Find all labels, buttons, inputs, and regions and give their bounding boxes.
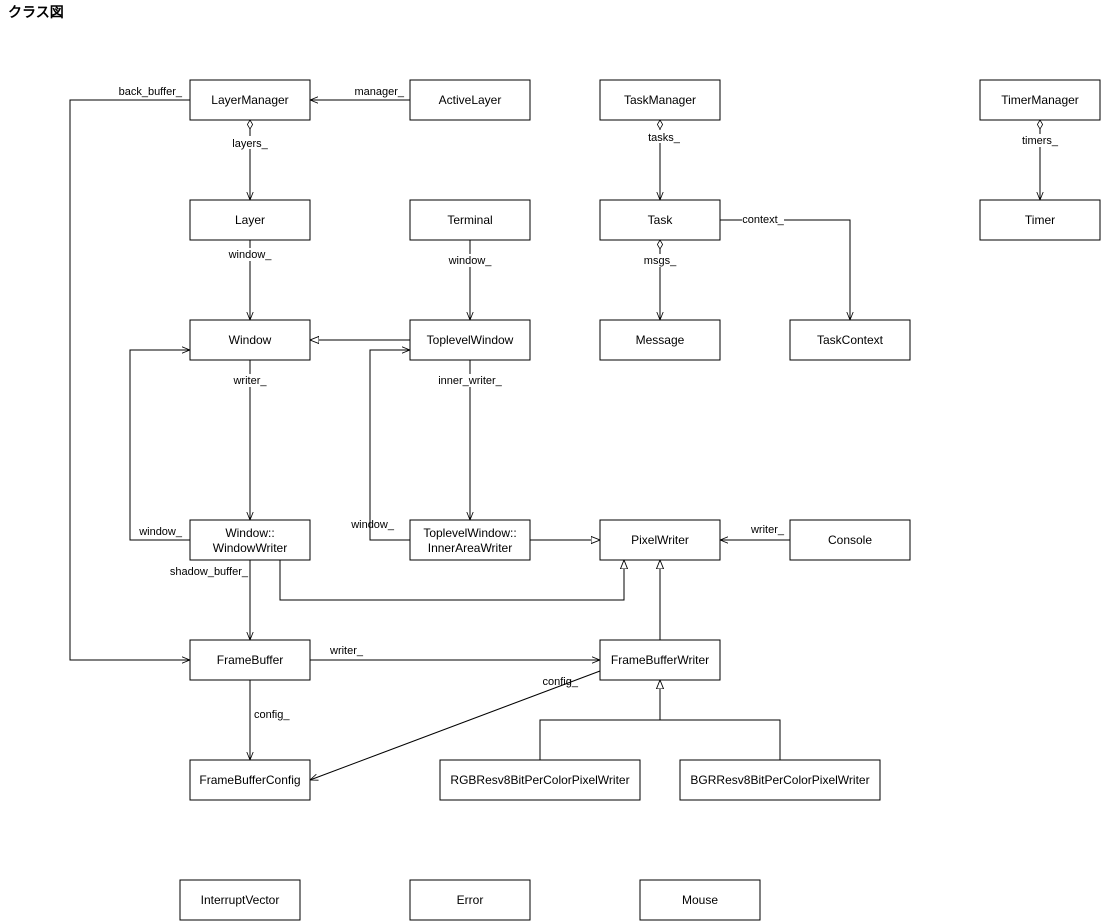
edge-writer-window [129,350,190,541]
svg-text:Timer: Timer [1025,213,1055,227]
svg-text:FrameBufferConfig: FrameBufferConfig [199,773,300,787]
label-writer-window: window_ [138,526,183,538]
svg-text:manager_: manager_ [354,86,404,98]
class-layer-manager: LayerManager [189,79,311,121]
class-task-context: TaskContext [789,319,911,361]
label-window-writer: writer_ [230,374,270,387]
svg-text:config_: config_ [254,709,290,721]
svg-text:TimerManager: TimerManager [1001,93,1079,107]
class-terminal: Terminal [409,199,531,241]
label-tasks: tasks_ [646,130,681,144]
svg-text:writer_: writer_ [329,645,364,657]
class-timer-manager: TimerManager [979,79,1101,121]
label-shadow-buffer: shadow_buffer_ [170,565,249,578]
svg-text:back_buffer_: back_buffer_ [119,86,183,98]
edge-back-buffer [69,99,190,660]
svg-text:InnerAreaWriter: InnerAreaWriter [428,541,512,555]
class-bgr-pixel-writer: BGRResv8BitPerColorPixelWriter [679,759,881,801]
class-frame-buffer: FrameBuffer [189,639,311,681]
label-terminal-window: window_ [447,254,493,267]
svg-text:writer_: writer_ [750,524,785,536]
label-timers: timers_ [1021,134,1059,147]
svg-text:TaskManager: TaskManager [624,93,696,107]
class-active-layer: ActiveLayer [409,79,531,121]
class-rgb-pixel-writer: RGBResv8BitPerColorPixelWriter [439,759,641,801]
svg-text:Terminal: Terminal [447,213,492,227]
class-error: Error [409,879,531,921]
edge-inherit-rgb-bgr [539,680,781,760]
svg-text:Message: Message [636,333,685,347]
svg-text:layers_: layers_ [232,138,268,150]
svg-text:WindowWriter: WindowWriter [213,541,287,555]
class-frame-buffer-writer: FrameBufferWriter [599,639,721,681]
edge-context [720,219,850,320]
svg-text:ToplevelWindow::: ToplevelWindow:: [423,526,516,540]
svg-text:shadow_buffer_: shadow_buffer_ [170,566,249,578]
label-layer-window: window_ [228,248,273,261]
class-task-manager: TaskManager [599,79,721,121]
label-fb-writer: writer_ [329,645,364,657]
svg-text:FrameBufferWriter: FrameBufferWriter [611,653,709,667]
svg-text:window_: window_ [138,526,183,538]
svg-text:config_: config_ [543,676,579,688]
svg-text:tasks_: tasks_ [648,132,681,144]
svg-text:Console: Console [828,533,872,547]
class-window: Window [189,319,311,361]
svg-text:RGBResv8BitPerColorPixelWriter: RGBResv8BitPerColorPixelWriter [450,773,629,787]
svg-text:timers_: timers_ [1022,135,1059,147]
svg-text:ActiveLayer: ActiveLayer [439,93,502,107]
label-console-writer: writer_ [750,524,785,536]
class-pixel-writer: PixelWriter [599,519,721,561]
svg-text:InterruptVector: InterruptVector [201,893,280,907]
label-inner-writer: inner_writer_ [436,374,504,387]
class-layer: Layer [189,199,311,241]
class-inner-area-writer: ToplevelWindow:: InnerAreaWriter [409,519,531,561]
edge-inner-window [369,350,410,541]
label-context: context_ [742,213,785,226]
class-message: Message [599,319,721,361]
svg-text:BGRResv8BitPerColorPixelWriter: BGRResv8BitPerColorPixelWriter [690,773,869,787]
class-timer: Timer [979,199,1101,241]
label-manager: manager_ [354,86,404,98]
svg-text:window_: window_ [228,249,273,261]
svg-text:msgs_: msgs_ [644,255,677,267]
svg-text:writer_: writer_ [232,375,267,387]
class-window-writer: Window:: WindowWriter [189,519,311,561]
svg-text:inner_writer_: inner_writer_ [438,375,502,387]
svg-text:TaskContext: TaskContext [817,333,884,347]
svg-text:context_: context_ [742,214,784,226]
class-frame-buffer-config: FrameBufferConfig [189,759,311,801]
label-inner-window: window_ [350,519,395,531]
page-title: クラス図 [8,4,64,20]
svg-text:Layer: Layer [235,213,265,227]
svg-text:Window::: Window:: [225,526,274,540]
svg-text:window_: window_ [350,519,395,531]
svg-text:FrameBuffer: FrameBuffer [217,653,283,667]
svg-text:Error: Error [457,893,484,907]
svg-text:Window: Window [229,333,272,347]
svg-text:Task: Task [648,213,674,227]
svg-text:window_: window_ [448,255,493,267]
label-fb-config: config_ [252,708,292,721]
class-toplevel-window: ToplevelWindow [409,319,531,361]
edge-inherit-window-writer [279,560,624,601]
class-console: Console [789,519,911,561]
svg-text:PixelWriter: PixelWriter [631,533,689,547]
svg-text:Mouse: Mouse [682,893,718,907]
label-msgs: msgs_ [642,254,678,267]
class-interrupt-vector: InterruptVector [179,879,301,921]
edge-fbw-config [310,670,601,780]
label-fbw-config: config_ [543,676,579,688]
svg-text:ToplevelWindow: ToplevelWindow [427,333,514,347]
class-mouse: Mouse [639,879,761,921]
label-back-buffer: back_buffer_ [119,86,183,98]
svg-text:LayerManager: LayerManager [211,93,288,107]
class-task: Task [599,199,721,241]
label-layers: layers_ [232,136,270,150]
